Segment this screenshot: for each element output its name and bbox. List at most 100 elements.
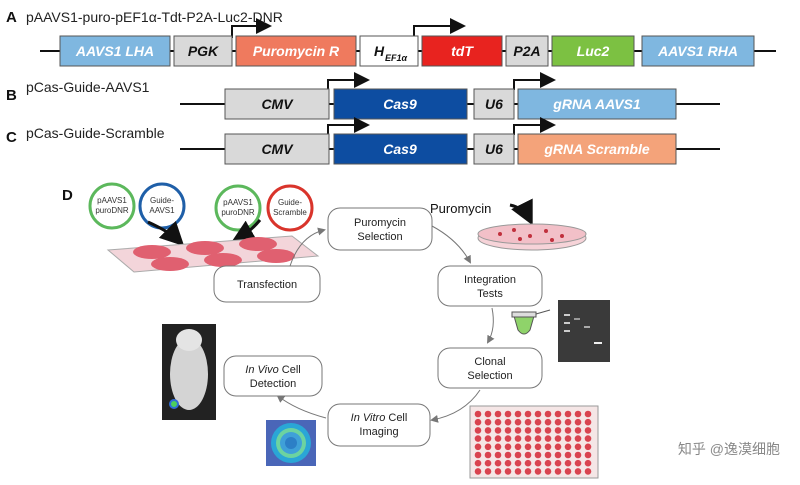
plate-well <box>574 427 582 434</box>
plate-well <box>504 459 512 467</box>
plate-well <box>524 468 532 475</box>
plate-well <box>574 435 582 442</box>
mouse-imaging-image <box>162 324 216 420</box>
segment-aavs1-rha: AAVS1 RHA <box>641 35 755 67</box>
plate-well <box>474 451 482 459</box>
plate-well <box>494 410 502 418</box>
petri-dish-image <box>477 223 587 251</box>
plate-well <box>534 468 542 475</box>
plate-well <box>514 435 522 442</box>
plate-well <box>564 443 572 451</box>
plate-well <box>494 468 502 475</box>
plate-well <box>544 435 552 442</box>
plate-well <box>544 459 552 467</box>
plate-well <box>564 435 572 442</box>
plate-well <box>564 451 572 459</box>
plate-well <box>544 418 552 426</box>
plate-well <box>544 427 552 434</box>
plate-well <box>484 418 492 426</box>
svg-text:P2A: P2A <box>513 43 540 59</box>
plate-well <box>574 410 582 418</box>
svg-text:Cas9: Cas9 <box>383 141 417 157</box>
svg-text:U6: U6 <box>485 96 503 112</box>
plate-well <box>484 468 492 475</box>
plate-well <box>474 427 482 434</box>
plate-well <box>504 443 512 451</box>
segment-cas9-c: Cas9 <box>333 133 468 165</box>
luminescence-image <box>266 420 316 466</box>
plate-well <box>504 451 512 459</box>
segment-u6-b: U6 <box>473 88 515 120</box>
segment-cas9-b: Cas9 <box>333 88 468 120</box>
svg-text:pAAVS1: pAAVS1 <box>223 198 253 207</box>
plate-well <box>544 451 552 459</box>
plate-well <box>554 418 562 426</box>
svg-text:Guide-: Guide- <box>150 196 174 205</box>
plate-well <box>514 443 522 451</box>
plate-well <box>494 459 502 467</box>
plate-well <box>544 443 552 451</box>
watermark-text: 知乎 @逸漠细胞 <box>678 441 780 457</box>
promoter-arrow-cmv-c <box>327 117 370 135</box>
plate-well <box>484 451 492 459</box>
plate-well <box>584 435 592 442</box>
svg-text:Selection: Selection <box>467 370 512 382</box>
panel-c-letter: C <box>6 129 17 146</box>
plate-well <box>524 435 532 442</box>
svg-text:pAAVS1: pAAVS1 <box>97 196 127 205</box>
plate-well <box>584 418 592 426</box>
plasmid-circle-paavs1-2: pAAVS1 puroDNR <box>214 184 262 232</box>
svg-text:tdT: tdT <box>451 43 474 59</box>
plate-well <box>494 443 502 451</box>
plate-well <box>484 410 492 418</box>
plate-well <box>524 443 532 451</box>
plate-well <box>554 427 562 434</box>
svg-text:Selection: Selection <box>357 231 402 243</box>
plate-well <box>554 410 562 418</box>
plate-well <box>554 459 562 467</box>
segment-aavs1-lha: AAVS1 LHA <box>59 35 171 67</box>
plate-well <box>534 459 542 467</box>
svg-text:puroDNR: puroDNR <box>95 206 129 215</box>
plate-well <box>494 435 502 442</box>
plate-well <box>564 418 572 426</box>
plate-well <box>584 443 592 451</box>
segment-pgk: PGK <box>173 35 233 67</box>
plate-well <box>534 427 542 434</box>
svg-text:Scramble: Scramble <box>273 208 307 217</box>
ninety-six-well-plate-image <box>469 405 599 479</box>
svg-text:Tests: Tests <box>477 288 503 300</box>
plate-well <box>574 418 582 426</box>
plate-well <box>524 459 532 467</box>
svg-text:gRNA AAVS1: gRNA AAVS1 <box>552 96 641 112</box>
panel-a-letter: A <box>6 9 17 26</box>
panel-a: A pAAVS1-puro-pEF1α-Tdt-P2A-Luc2-DNR AAV… <box>6 9 776 67</box>
promoter-arrow-cmv-b <box>327 72 370 90</box>
svg-text:puroDNR: puroDNR <box>221 208 255 217</box>
segment-hef1a: H EF1α <box>359 35 419 67</box>
plate-well <box>534 451 542 459</box>
plate-well <box>564 427 572 434</box>
plasmid-circle-paavs1-1: pAAVS1 puroDNR <box>88 182 136 230</box>
plate-well <box>534 435 542 442</box>
plate-well <box>504 435 512 442</box>
step-in-vivo-detection: In Vivo Cell Detection <box>223 355 323 397</box>
plate-well <box>584 459 592 467</box>
promoter-arrow-u6-b <box>513 72 556 90</box>
panel-c: C pCas-Guide-Scramble CMV Cas9 U6 gRNA S… <box>6 117 720 165</box>
plate-well <box>484 459 492 467</box>
plate-well <box>564 459 572 467</box>
svg-text:H: H <box>374 43 385 59</box>
svg-text:Luc2: Luc2 <box>577 43 610 59</box>
svg-text:Clonal: Clonal <box>474 356 505 368</box>
plate-well <box>484 443 492 451</box>
plate-well <box>554 435 562 442</box>
plate-well <box>554 443 562 451</box>
plate-well <box>574 443 582 451</box>
promoter-arrow-u6-c <box>513 117 556 135</box>
svg-text:CMV: CMV <box>261 141 294 157</box>
plate-well <box>524 418 532 426</box>
plate-well <box>524 451 532 459</box>
panel-d-letter: D <box>62 187 73 204</box>
